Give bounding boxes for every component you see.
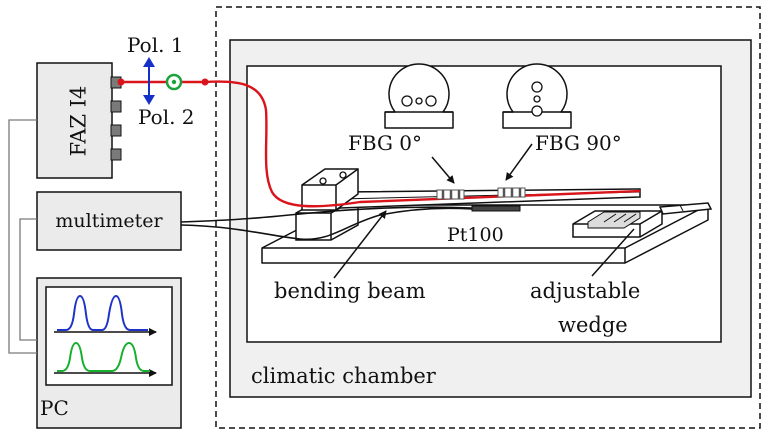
fbg-0-fiber-core-2 (415, 97, 423, 105)
fbg-90-pointer (505, 143, 533, 181)
clamp-screw-1 (319, 177, 327, 185)
bending-beam-label: bending beam (274, 279, 426, 303)
faz-label: FAZ I4 (67, 86, 91, 157)
polarization-ring-inner (171, 79, 177, 85)
faz-port-3 (110, 124, 122, 137)
multimeter-label: multimeter (55, 210, 163, 232)
pt100-label: Pt100 (447, 224, 504, 246)
fbg-90-label: FBG 90° (535, 131, 622, 155)
polarization-arrow-up (143, 57, 155, 67)
fbg-0-fiber-core-3 (425, 95, 437, 107)
multimeter-device (36, 191, 182, 251)
fbg-0-pointer (431, 156, 455, 184)
cable-faz-pc (8, 119, 37, 354)
polarization-arrow-down (143, 95, 155, 105)
adjustment-rod (658, 202, 713, 215)
pt100-sensor (471, 205, 521, 212)
fbg-0-label: FBG 0° (348, 131, 422, 155)
faz-port-2 (110, 100, 122, 113)
pt100-wire-2 (180, 207, 473, 241)
bending-beam-pointer (333, 210, 387, 279)
spectrum-top-curve (57, 294, 148, 331)
optical-fiber (121, 80, 641, 208)
fbg-90-fiber-core-2 (533, 95, 541, 103)
fiber-splice (201, 78, 209, 86)
faz-port-4 (110, 148, 122, 161)
fbg-90-fiber-core-3 (531, 105, 543, 117)
pt100-wire-1 (180, 206, 473, 223)
adjustable-label: adjustable (530, 279, 640, 303)
pc-label: PC (40, 396, 69, 420)
cable-multimeter-pc (19, 218, 37, 341)
fiber-connector (117, 78, 125, 86)
wedge-ridge-3 (623, 213, 637, 223)
pol-2-label: Pol. 2 (138, 105, 195, 129)
pol-1-label: Pol. 1 (127, 33, 184, 57)
adjustment-rod-cap (679, 204, 684, 212)
spectrum-bottom-curve (57, 341, 150, 372)
fbg-90-fiber-core-1 (531, 81, 543, 93)
enclosure-dashed-border (215, 6, 761, 429)
wedge-ridge-1 (603, 213, 617, 223)
climatic-chamber-label: climatic chamber (251, 364, 437, 388)
wedge-label: wedge (558, 313, 628, 337)
clamp-screw-2 (339, 171, 347, 179)
adjustable-wedge-slider (587, 211, 641, 229)
fbg-0-fiber-core-1 (401, 95, 413, 107)
wedge-ridge-2 (613, 213, 627, 223)
adjustable-wedge-pointer (591, 228, 635, 277)
